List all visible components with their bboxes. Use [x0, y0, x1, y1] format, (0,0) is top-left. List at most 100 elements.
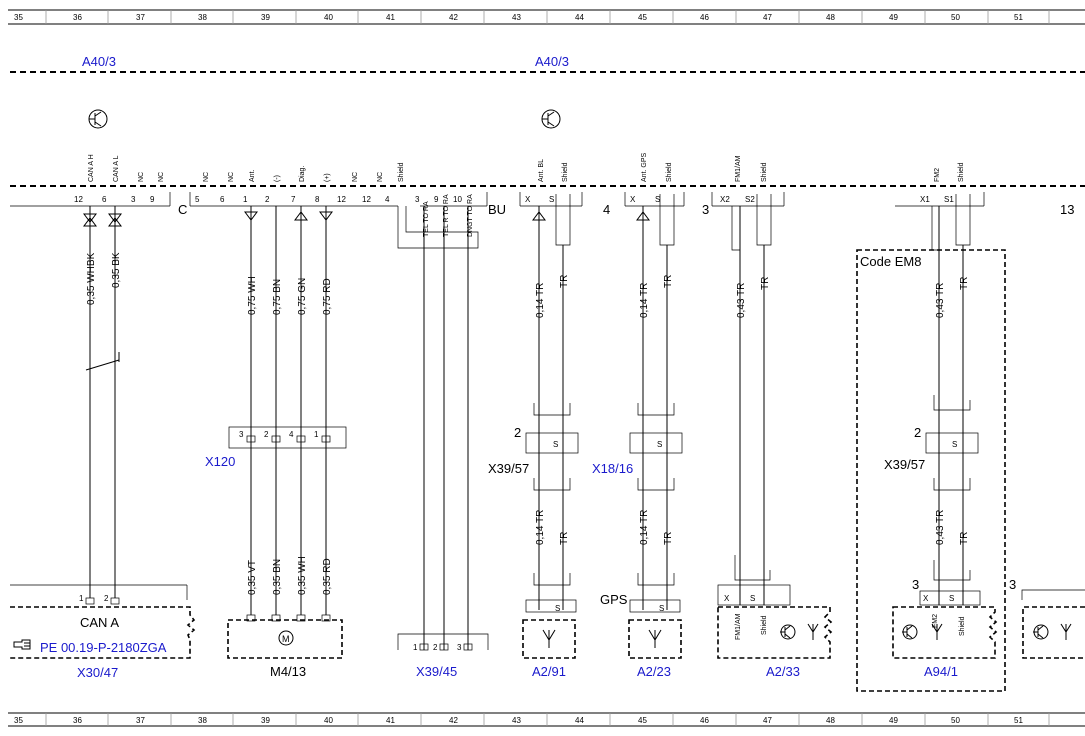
- signal-nc: NC: [228, 172, 235, 182]
- wire-label-a2-23-top: 0,14 TR: [639, 283, 650, 318]
- x39-57-b-pin-s: S: [952, 440, 957, 449]
- a2-33-wires: [731, 194, 772, 605]
- a2-91-wires: [525, 194, 579, 610]
- pin-6: 6: [102, 195, 107, 204]
- ruler-bottom-43: 43: [512, 716, 521, 725]
- transistor-icon: [902, 624, 918, 640]
- x120-pin-2: 2: [264, 430, 269, 439]
- right-partial-connector: [1021, 589, 1085, 600]
- signal-ant-bl: Ant. BL: [538, 159, 545, 182]
- pin-x2: X2: [720, 195, 730, 204]
- wire-label-minus: 0,75 BN: [272, 279, 283, 315]
- ruler-bottom-36: 36: [73, 716, 82, 725]
- pin-12c: 12: [362, 195, 371, 204]
- signal-tel-r-to-ra: TEL R TO RA: [443, 194, 450, 237]
- pin-s2: S2: [745, 195, 755, 204]
- m4-13-component: [227, 614, 343, 659]
- pin-8: 8: [315, 195, 320, 204]
- ruler-bottom-48: 48: [826, 716, 835, 725]
- x39-45-label: X39/45: [416, 664, 457, 679]
- ruler-bottom-47: 47: [763, 716, 772, 725]
- signal-shield: Shield: [398, 162, 405, 182]
- a2-91-label: A2/91: [532, 664, 566, 679]
- x39-57-b-pin-number: 2: [914, 425, 921, 440]
- ruler-bottom-35: 35: [14, 716, 23, 725]
- wire-label-a2-91-bottom: 0,14 TR: [535, 510, 546, 545]
- x120-pin-4: 4: [289, 430, 294, 439]
- x39-57-label-a: X39/57: [488, 461, 529, 476]
- a94-1-pin-s: S: [949, 594, 954, 603]
- x30-pin-1: 1: [79, 594, 84, 603]
- x30-pin-2: 2: [104, 594, 109, 603]
- a2-33-pin-s: S: [750, 594, 755, 603]
- connector-number-3: 3: [702, 202, 709, 217]
- ruler-bottom-45: 45: [638, 716, 647, 725]
- ruler-bottom-42: 42: [449, 716, 458, 725]
- can-a-label: CAN A: [80, 615, 119, 630]
- x18-16-label: X18/16: [592, 461, 633, 476]
- ruler-top-51: 51: [1014, 13, 1023, 22]
- wire-label-a94-1-shield-top: TR: [959, 277, 970, 290]
- a94-1-connector-number: 3: [912, 577, 919, 592]
- pin-4: 4: [385, 195, 390, 204]
- a94-1-wires: [925, 194, 979, 605]
- pin-9: 9: [150, 195, 155, 204]
- connector-letter-c: C: [178, 202, 187, 217]
- wire-label-a2-91-shield-bottom: TR: [559, 532, 570, 545]
- wire-label-a2-91-shield-top: TR: [559, 275, 570, 288]
- wire-label-a2-33-shield-top: TR: [760, 277, 771, 290]
- a94-1-signal-fm2: FM2: [932, 614, 939, 628]
- ruler-bottom-39: 39: [261, 716, 270, 725]
- gps-label: GPS: [600, 592, 628, 607]
- pin-6b: 6: [220, 195, 225, 204]
- pe-reference-link[interactable]: PE 00.19-P-2180ZGA: [40, 640, 167, 655]
- antenna-icon: [807, 623, 819, 640]
- x120-pin-1: 1: [314, 430, 319, 439]
- ruler-top-39: 39: [261, 13, 270, 22]
- signal-nc: NC: [138, 172, 145, 182]
- a94-1-label: A94/1: [924, 664, 958, 679]
- x120-label: X120: [205, 454, 235, 469]
- antenna-icon: [1060, 623, 1072, 640]
- code-em8-box: [856, 249, 1006, 692]
- wire-label-a2-23-bottom: 0,14 TR: [639, 510, 650, 545]
- transistor-icon: [1033, 624, 1049, 640]
- x39-57-label-b: X39/57: [884, 457, 925, 472]
- ruler-top-44: 44: [575, 13, 584, 22]
- a2-23-pin-s: S: [659, 604, 664, 613]
- x39-57-pin-number: 2: [514, 425, 521, 440]
- a94-1-signal-shield: Shield: [959, 616, 966, 636]
- pin-12: 12: [74, 195, 83, 204]
- x120-connector: [228, 426, 347, 449]
- right-partial-component: [1022, 606, 1085, 659]
- wire-label-bn: 0,35 BN: [272, 559, 283, 595]
- transistor-icon: [780, 624, 796, 640]
- wire-label-a2-91-top: 0,14 TR: [535, 283, 546, 318]
- ruler-top-48: 48: [826, 13, 835, 22]
- m4-13-label: M4/13: [270, 664, 306, 679]
- signal-can-a-h: CAN A H: [88, 154, 95, 182]
- wire-label-a94-1-top: 0,43 TR: [935, 283, 946, 318]
- wire-label-a2-23-shield-top: TR: [663, 275, 674, 288]
- wire-label-wh: 0,35 WH: [297, 556, 308, 595]
- a2-23-component: [628, 599, 682, 659]
- right-connector-number: 3: [1009, 577, 1016, 592]
- pin-3: 3: [131, 195, 136, 204]
- transistor-icon: [88, 109, 108, 129]
- wire-label-a94-1-shield-bottom: TR: [959, 532, 970, 545]
- shield-wires: [397, 206, 489, 651]
- code-em8-label: Code EM8: [860, 254, 921, 269]
- ruler-bottom-51: 51: [1014, 716, 1023, 725]
- signal-nc: NC: [352, 172, 359, 182]
- ruler-bottom-41: 41: [386, 716, 395, 725]
- bottom-ruler: 35 36 37 38 39 40 41 42 43 44 45 46 47 4…: [8, 712, 1085, 727]
- antenna-icon: [542, 629, 556, 648]
- can-wires: [83, 206, 122, 598]
- antenna-icon: [648, 629, 662, 648]
- ruler-top-50: 50: [951, 13, 960, 22]
- signal-fm2: FM2: [934, 168, 941, 182]
- x120-pin-3: 3: [239, 430, 244, 439]
- a40-3-label-right: A40/3: [535, 54, 569, 69]
- wire-label-rd: 0,35 RD: [322, 558, 333, 595]
- connector-letter-bu: BU: [488, 202, 506, 217]
